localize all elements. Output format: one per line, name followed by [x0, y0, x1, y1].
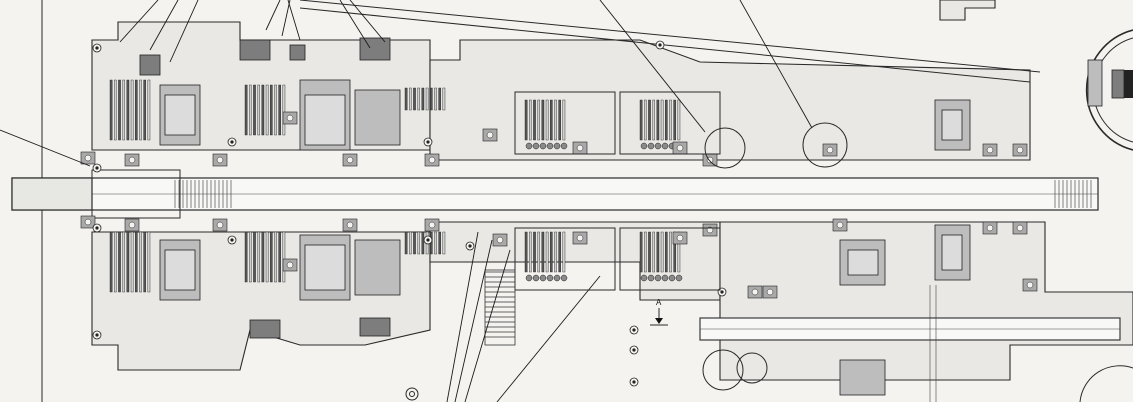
housing-bolt — [629, 325, 639, 335]
roller-bearing — [212, 153, 228, 167]
magnified-detail-view — [1085, 29, 1133, 151]
roller-bearing — [672, 141, 688, 155]
clutch-plate-stack — [109, 231, 151, 293]
housing-bolt — [227, 235, 237, 245]
roller-bearing — [282, 258, 298, 272]
roller-bearing — [80, 215, 96, 229]
housing-bolt — [423, 235, 433, 245]
clutch-plate-stack — [404, 231, 446, 255]
clutch-plate-stack — [109, 79, 151, 141]
counter-shaft — [699, 317, 1121, 341]
magnified-detail-view-lower — [1079, 365, 1133, 402]
housing-bolt — [465, 241, 475, 251]
detail-circle-lower-2 — [736, 352, 768, 384]
roller-bearing — [702, 153, 718, 167]
roller-bearing — [762, 285, 778, 299]
leader-lines — [0, 0, 813, 402]
roller-bearing — [482, 128, 498, 142]
housing-bolt — [629, 377, 639, 387]
input-spline — [174, 180, 232, 208]
roller-bearing — [572, 231, 588, 245]
roller-bearing — [424, 153, 440, 167]
rear-clutch-drums — [514, 91, 721, 291]
oil-pan-ribs — [484, 269, 516, 346]
detail-circle-lower-1 — [702, 349, 744, 391]
detail-circle-bearing-2 — [802, 122, 848, 168]
clutch-plate-stack — [524, 231, 568, 282]
roller-bearing — [672, 231, 688, 245]
housing-bolt — [92, 223, 102, 233]
roller-bearing — [832, 218, 848, 232]
roller-bearing — [1022, 278, 1038, 292]
roller-bearing — [282, 111, 298, 125]
housing-bolt — [92, 43, 102, 53]
roller-bearing — [492, 233, 508, 247]
roller-bearing — [1012, 221, 1028, 235]
roller-bearing — [572, 141, 588, 155]
housing-bolt — [629, 345, 639, 355]
housing-bolt — [92, 163, 102, 173]
clutch-plate-stack — [244, 84, 286, 136]
roller-bearing — [1012, 143, 1028, 157]
housing-bolt — [423, 137, 433, 147]
housing-bolt — [227, 137, 237, 147]
clutch-plate-stack — [404, 87, 446, 111]
roller-bearing — [982, 143, 998, 157]
main-input-shaft — [11, 169, 1099, 219]
roller-bearing — [424, 218, 440, 232]
housing-bolt — [92, 330, 102, 340]
housing-bolt — [655, 40, 665, 50]
clutch-plate-stack — [524, 99, 568, 150]
clutch-plate-stack — [639, 99, 683, 150]
bearings — [80, 40, 1038, 387]
section-marker-a: A — [650, 298, 668, 326]
output-spline — [1054, 180, 1092, 208]
detail-circle-bearing-1 — [704, 127, 746, 169]
roller-bearing — [124, 153, 140, 167]
roller-bearing — [212, 218, 228, 232]
roller-bearing — [747, 285, 763, 299]
lower-gear-hubs — [159, 234, 401, 339]
clutch-packs — [109, 79, 683, 293]
drain-plug — [405, 387, 419, 401]
upper-gear-hubs — [139, 37, 401, 151]
roller-bearing — [342, 153, 358, 167]
housing-bolt — [717, 287, 727, 297]
roller-bearing — [124, 218, 140, 232]
clutch-plate-stack — [639, 231, 683, 282]
roller-bearing — [822, 143, 838, 157]
rear-synchronizer — [839, 99, 971, 396]
upper-housing-rib — [299, 0, 1041, 83]
roller-bearing — [702, 223, 718, 237]
roller-bearing — [982, 221, 998, 235]
roller-bearing — [342, 218, 358, 232]
section-marker-label: A — [656, 298, 662, 307]
clutch-plate-stack — [244, 231, 286, 283]
roller-bearing — [80, 151, 96, 165]
